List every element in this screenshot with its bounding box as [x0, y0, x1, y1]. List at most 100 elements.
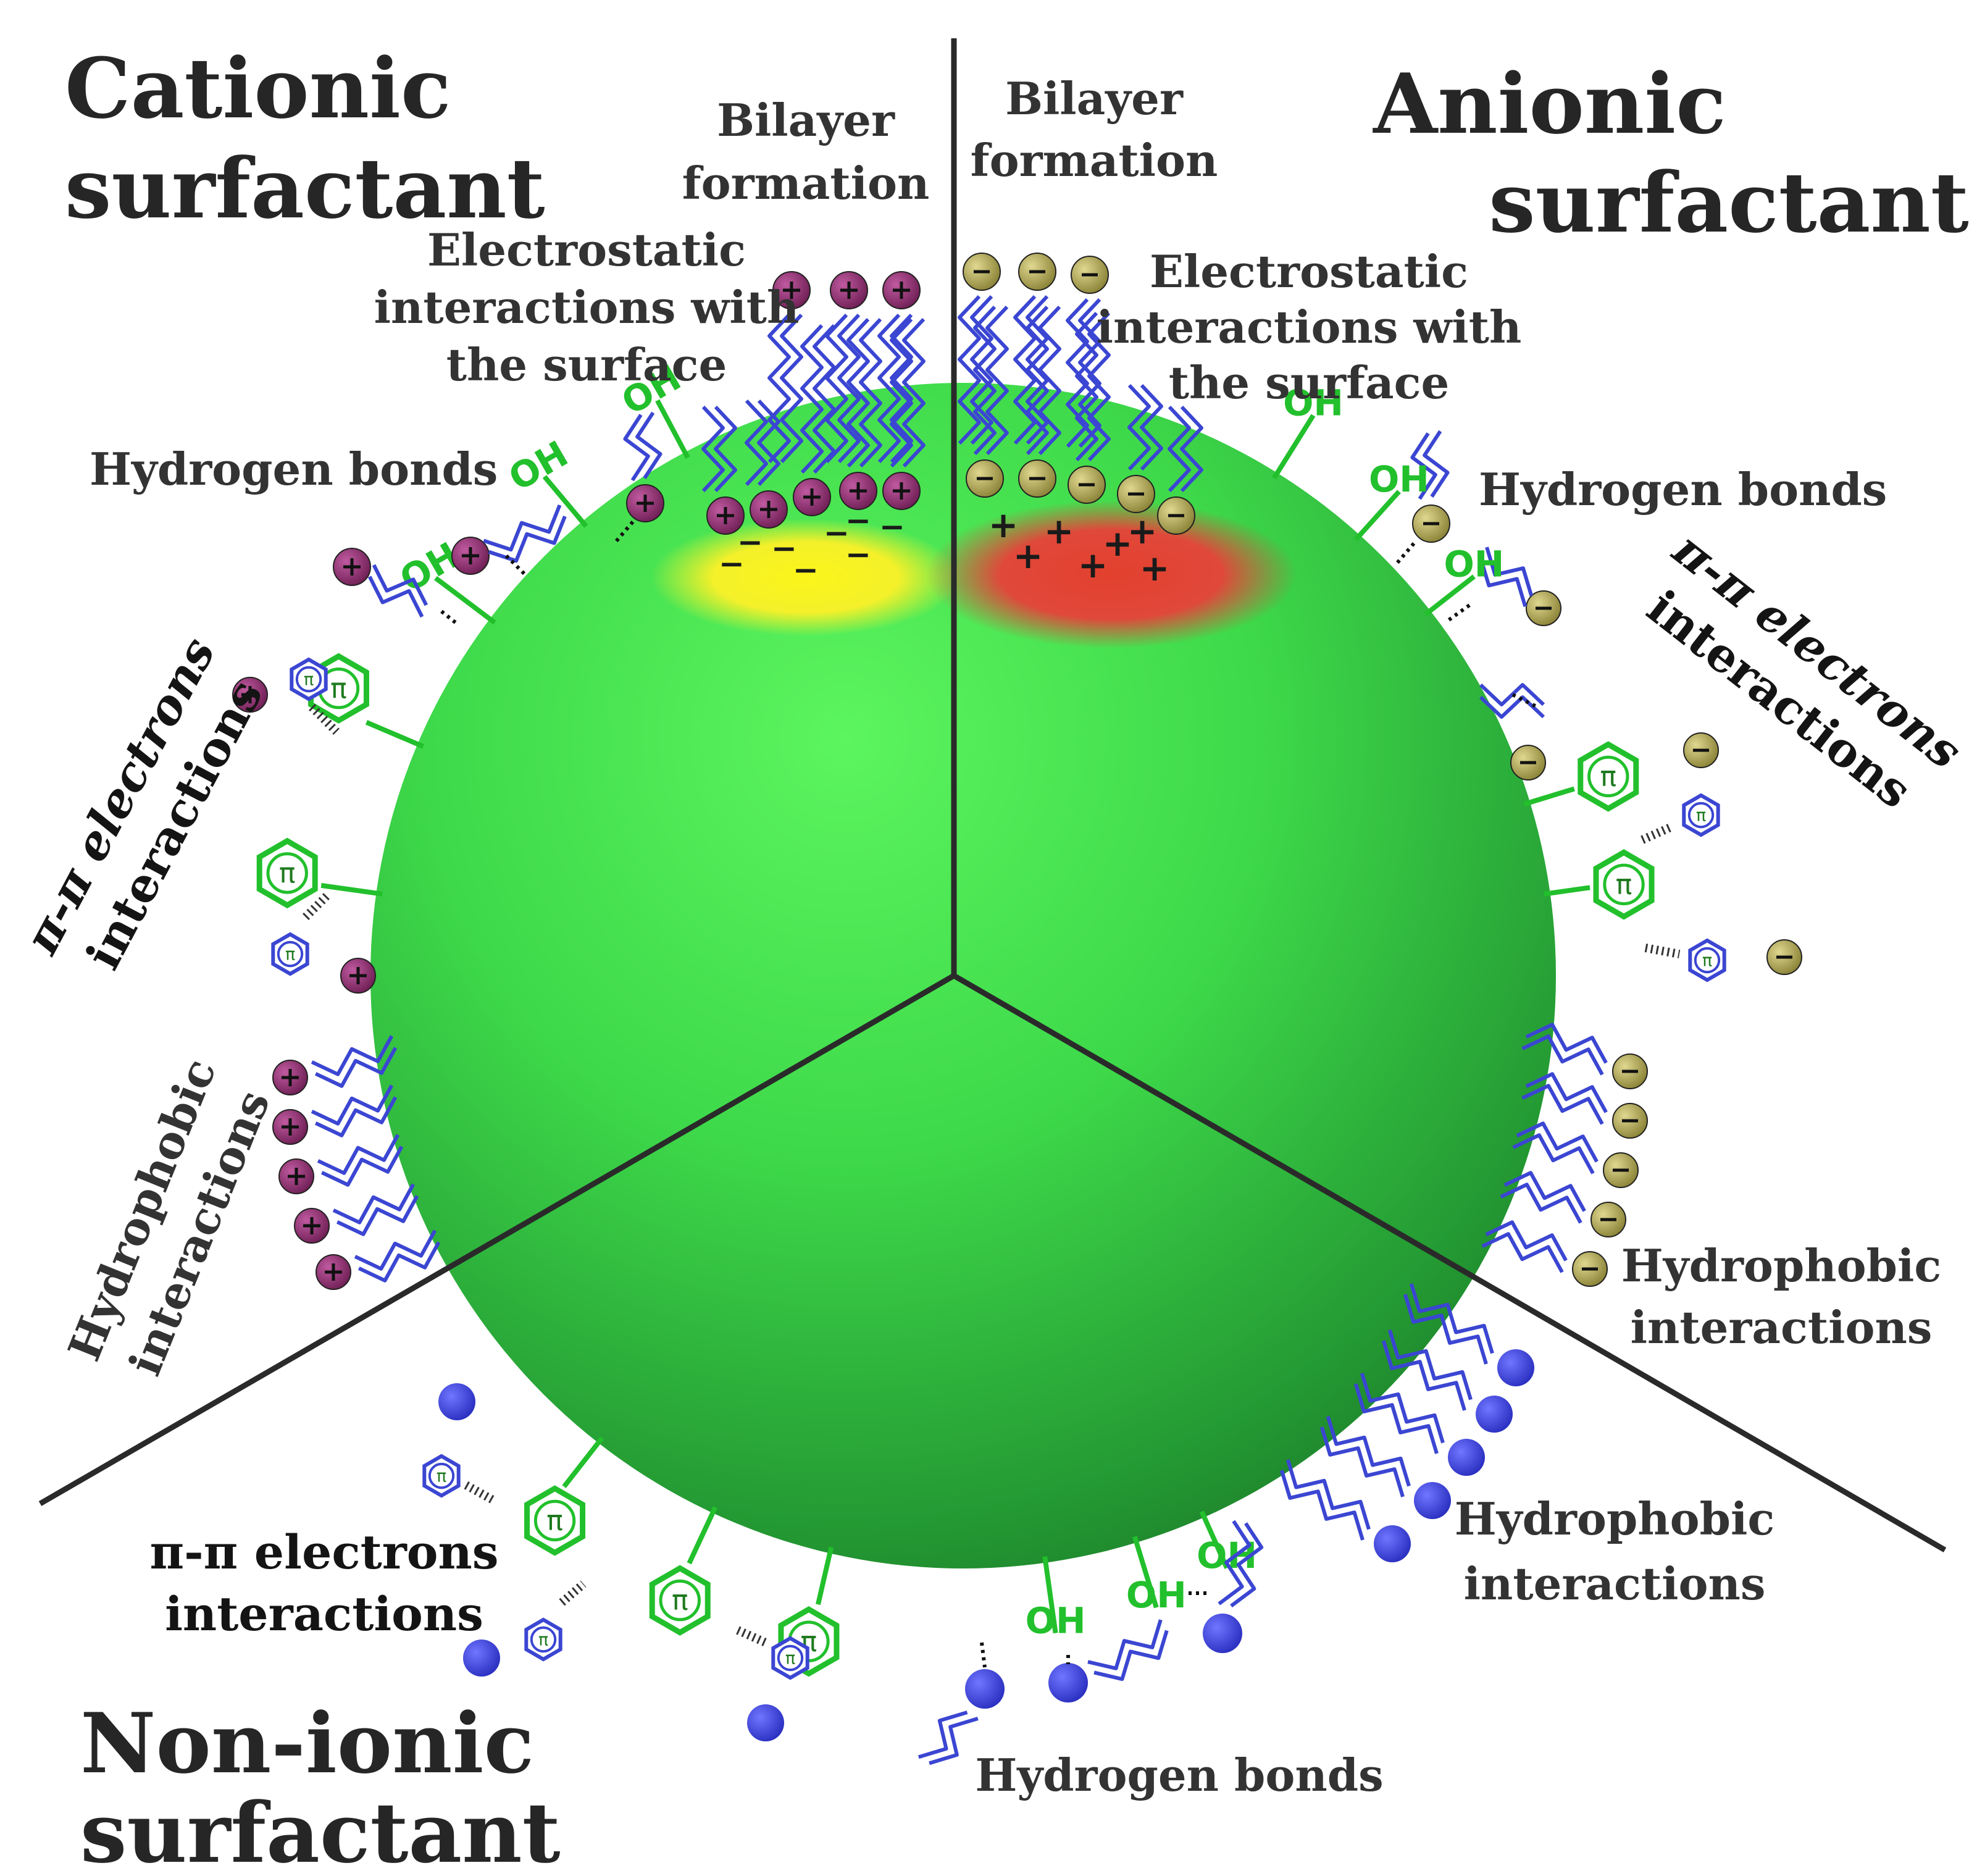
- surface-positive-charge: +: [988, 504, 1019, 546]
- surface-linker: [365, 720, 425, 749]
- pi-symbol: π: [285, 945, 295, 965]
- anionic-electrostatic-line1: Electrostatic: [1150, 245, 1468, 298]
- surfactant-tail: [1127, 383, 1163, 471]
- surface-positive-charge: +: [1103, 522, 1133, 564]
- cationic-bilayer-line2: formation: [682, 157, 930, 209]
- surfactant-tail: [1521, 1023, 1608, 1076]
- pi-symbol: π: [672, 1585, 688, 1617]
- cationic-title-line1: Cationic: [65, 40, 451, 137]
- surface-linker: [1523, 786, 1575, 807]
- particle-sphere: [370, 383, 1556, 1568]
- surfactant-tail: [958, 295, 993, 445]
- divider-left: [38, 973, 956, 1506]
- surface-linker: [687, 1506, 718, 1565]
- surface-positive-charge: +: [1044, 510, 1074, 552]
- hydrogen-bond-dots: [1394, 542, 1416, 566]
- cationic-electrostatic-line1: Electrostatic: [427, 224, 746, 276]
- hydrogen-bond-dots: [612, 521, 635, 545]
- surface-negative-charge: −: [824, 515, 850, 551]
- pi-symbol: π: [1696, 806, 1706, 826]
- pi-stacking-bond: [1644, 944, 1681, 958]
- nonionic-head: [1374, 1525, 1411, 1562]
- surfactant-tail: [1075, 311, 1111, 462]
- anionic-hydrophobic-line2: interactions: [1631, 1301, 1933, 1354]
- surface-linker: [320, 882, 383, 897]
- surfactant-tail: [1381, 1329, 1473, 1411]
- anionic-electrostatic-line3: the surface: [1169, 356, 1450, 409]
- nonionic-hydrophobic-line1: Hydrophobic: [1455, 1493, 1774, 1545]
- pi-symbol: π: [304, 671, 314, 690]
- surfactant-tail: [1279, 1459, 1371, 1541]
- surface-linker: [1272, 414, 1316, 480]
- cationic-hydrogen-bonds: Hydrogen bonds: [90, 443, 498, 495]
- surfactant-ring: π: [422, 1454, 461, 1498]
- benzene-ring: π: [1578, 741, 1639, 812]
- nonionic-pi-line2: interactions: [165, 1586, 483, 1641]
- surfactant-tail: [745, 399, 780, 487]
- anionic-hydrophobic-line1: Hydrophobic: [1621, 1239, 1941, 1292]
- surfactant-ring: π: [1682, 793, 1720, 837]
- pi-stacking-bond: [736, 1626, 767, 1647]
- pi-symbol: π: [546, 1505, 563, 1537]
- surfactant-ring: π: [290, 657, 328, 701]
- nonionic-head: [1448, 1439, 1485, 1476]
- surfactant-tail: [311, 1035, 398, 1088]
- cationic-title-line2: surfactant: [65, 140, 545, 237]
- surface-negative-charge: −: [879, 509, 905, 545]
- hydrogen-bond-dots: [980, 1642, 987, 1668]
- pi-stacking-bond: [464, 1481, 496, 1505]
- benzene-ring: π: [1593, 849, 1655, 920]
- surface-linker: [1132, 1536, 1159, 1609]
- anionic-bilayer-line1: Bilayer: [1005, 72, 1184, 125]
- surfactant-tail: [825, 313, 861, 464]
- nonionic-head: [1048, 1663, 1088, 1702]
- cationic-electrostatic-line3: the surface: [446, 338, 727, 391]
- benzene-ring: π: [256, 837, 318, 909]
- surfactant-tail: [623, 411, 662, 482]
- hydroxyl-group: OH: [1126, 1574, 1187, 1616]
- surfactant-tail: [1026, 305, 1061, 456]
- nonionic-head: [1414, 1482, 1451, 1519]
- hydrogen-bond-dots: [440, 609, 458, 626]
- surfactant-tail: [1410, 430, 1450, 500]
- surfactant-tail: [800, 324, 836, 474]
- hydrogen-bond-dots: [1511, 693, 1539, 709]
- anionic-title-line1: Anionic: [1372, 55, 1726, 153]
- surfactant-tail: [1521, 1072, 1608, 1125]
- surfactant-tail: [1168, 405, 1203, 493]
- surfactant-tail: [367, 564, 428, 618]
- pi-stacking-bond: [559, 1580, 587, 1606]
- surfactant-ring: π: [271, 932, 309, 976]
- surfactant-ring: π: [524, 1617, 562, 1662]
- pi-stacking-bond: [309, 704, 340, 735]
- surface-linker: [1424, 574, 1476, 617]
- surface-linker: [655, 399, 690, 459]
- nonionic-head: [1476, 1396, 1513, 1433]
- surface-linker: [1353, 490, 1401, 542]
- anionic-electrostatic-line2: interactions with: [1097, 301, 1522, 353]
- hydroxyl-group: OH: [1026, 1600, 1086, 1642]
- pi-symbol: π: [330, 673, 347, 705]
- benzene-ring: π: [649, 1565, 711, 1636]
- surface-positive-charge: +: [1078, 544, 1108, 586]
- surface-linker: [1199, 1510, 1229, 1569]
- surface-linker: [562, 1436, 604, 1488]
- pi-symbol: π: [1616, 869, 1632, 901]
- surfactant-tail: [767, 313, 803, 464]
- surface-negative-charge: −: [719, 546, 745, 582]
- surfactant-tail: [846, 317, 882, 468]
- surfactant-tail: [1481, 1220, 1568, 1273]
- divider-right: [952, 973, 1947, 1552]
- surfactant-tail: [1087, 1619, 1169, 1681]
- surfactant-ring: π: [1688, 938, 1726, 982]
- pi-symbol: π: [279, 858, 296, 889]
- surface-negative-charge: −: [793, 552, 819, 588]
- hydroxyl-group: OH: [501, 433, 575, 500]
- pi-symbol: π: [437, 1467, 446, 1486]
- surface-linker: [542, 475, 588, 528]
- surface-negative-charge: −: [737, 524, 763, 560]
- anionic-hydrogen-bonds: Hydrogen bonds: [1479, 463, 1887, 516]
- nonionic-head: [747, 1704, 784, 1741]
- surfactant-tail: [1403, 1283, 1494, 1365]
